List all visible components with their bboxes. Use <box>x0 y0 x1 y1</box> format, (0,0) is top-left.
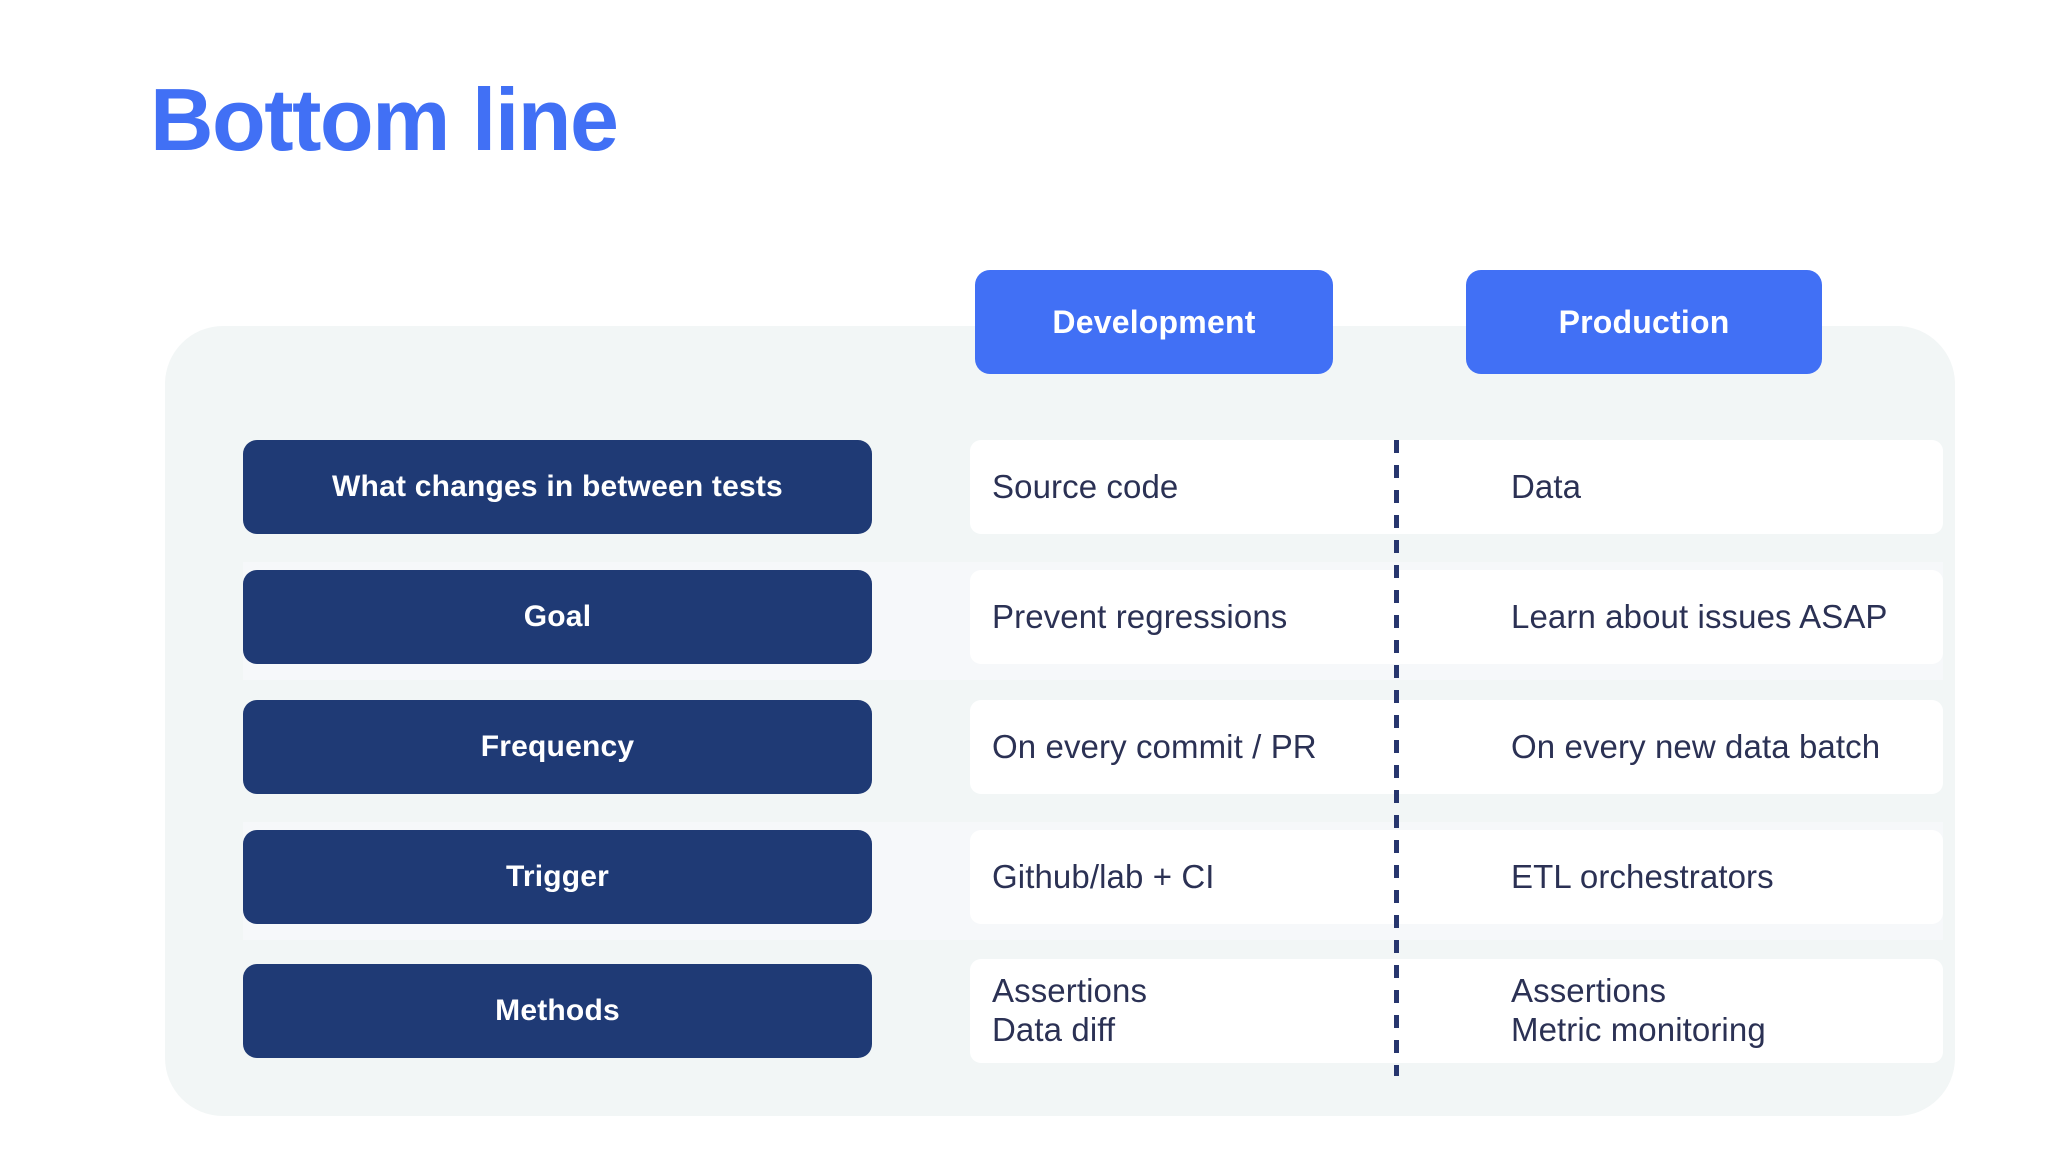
cell-production: Assertions Metric monitoring <box>1400 959 1943 1063</box>
cell-text-line: On every commit / PR <box>992 727 1317 765</box>
cell-text-line: Metric monitoring <box>1511 1011 1766 1048</box>
column-header-development[interactable]: Development <box>975 270 1333 374</box>
cell-text-line: ETL orchestrators <box>1511 857 1774 895</box>
cell-text-line: Source code <box>992 467 1179 505</box>
cell-text-line: Prevent regressions <box>992 597 1288 635</box>
table-row: Trigger Github/lab + CI ETL orchestrator… <box>243 822 1943 940</box>
cell-text-line: Data <box>1511 467 1582 505</box>
row-label-frequency: Frequency <box>243 700 872 794</box>
row-label-methods: Methods <box>243 964 872 1058</box>
cell-development: Source code <box>970 440 1400 534</box>
cell-text-line: Data diff <box>992 1011 1116 1048</box>
cell-development: Github/lab + CI <box>970 830 1400 924</box>
row-label-goal: Goal <box>243 570 872 664</box>
cell-text-line: Learn about issues ASAP <box>1511 597 1888 635</box>
table-row: Frequency On every commit / PR On every … <box>243 692 1943 810</box>
row-values: Prevent regressions Learn about issues A… <box>970 570 1943 664</box>
row-values: Source code Data <box>970 440 1943 534</box>
cell-text-line: Assertions <box>1511 972 1667 1010</box>
cell-production: Data <box>1400 440 1943 534</box>
cell-production: On every new data batch <box>1400 700 1943 794</box>
row-values: On every commit / PR On every new data b… <box>970 700 1943 794</box>
page-title: Bottom line <box>150 70 619 169</box>
cell-production: ETL orchestrators <box>1400 830 1943 924</box>
row-values: Assertions Data diff Assertions Metric m… <box>970 959 1943 1063</box>
cell-text-line: Github/lab + CI <box>992 857 1215 895</box>
table-row: What changes in between tests Source cod… <box>243 432 1943 550</box>
cell-text-line: On every new data batch <box>1511 727 1881 765</box>
cell-development: On every commit / PR <box>970 700 1400 794</box>
cell-development: Assertions Data diff <box>970 959 1400 1063</box>
cell-text-line: Assertions <box>992 972 1148 1010</box>
cell-development: Prevent regressions <box>970 570 1400 664</box>
row-label-what-changes: What changes in between tests <box>243 440 872 534</box>
column-divider-dashed <box>1394 440 1399 1076</box>
table-row: Goal Prevent regressions Learn about iss… <box>243 562 1943 680</box>
row-values: Github/lab + CI ETL orchestrators <box>970 830 1943 924</box>
column-header-production[interactable]: Production <box>1466 270 1822 374</box>
cell-production: Learn about issues ASAP <box>1400 570 1943 664</box>
table-row: Methods Assertions Data diff Assertions … <box>243 950 1943 1078</box>
row-label-trigger: Trigger <box>243 830 872 924</box>
